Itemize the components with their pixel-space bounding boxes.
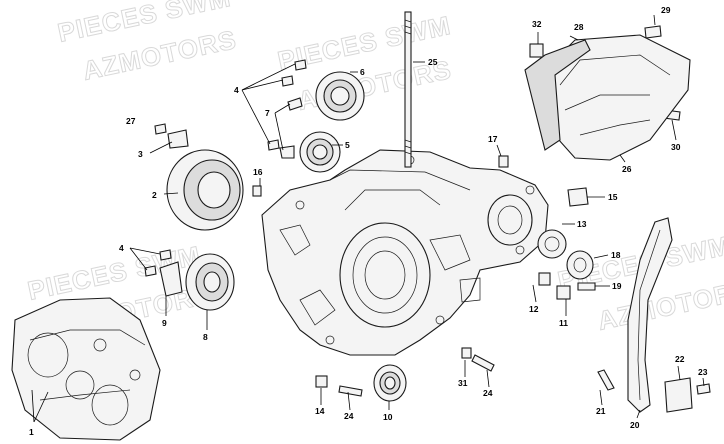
stud-25 [404,11,412,168]
callout-12: 12 [529,304,539,314]
leader-lines [31,14,705,423]
bearing-8 [185,253,235,311]
callout-19: 19 [612,281,622,291]
callout-16: 16 [253,167,263,177]
callout-24-right: 24 [483,388,493,398]
callout-27: 27 [126,116,136,126]
callout-30: 30 [671,142,681,152]
callout-26: 26 [622,164,632,174]
callout-1: 1 [29,427,34,437]
chain-guide-20 [627,217,673,413]
callout-17: 17 [488,134,498,144]
callout-2: 2 [152,190,157,200]
callout-18: 18 [611,250,621,260]
assembled-engine-thumbnail [11,297,161,441]
chain-guide-upper [524,34,691,161]
crankcase-main [261,149,549,356]
callout-7: 7 [265,108,270,118]
callout-22: 22 [675,354,685,364]
bearing-2 [166,149,244,231]
callout-20: 20 [630,420,640,430]
callout-21: 21 [596,406,606,416]
callout-4-lower: 4 [119,243,124,253]
callout-3: 3 [138,149,143,159]
bearing-6 [315,71,365,121]
callout-13: 13 [577,219,587,229]
callout-28: 28 [574,22,584,32]
callout-25: 25 [428,57,438,67]
callout-14: 14 [315,406,325,416]
callout-24-left: 24 [344,411,354,421]
callout-23: 23 [698,367,708,377]
callout-15: 15 [608,192,618,202]
callout-11: 11 [559,318,568,328]
callout-10: 10 [383,412,393,422]
callout-9: 9 [162,318,167,328]
callout-8: 8 [203,332,208,342]
callout-29: 29 [661,5,671,15]
callout-6: 6 [360,67,365,77]
callout-31: 31 [458,378,468,388]
callout-32: 32 [532,19,542,29]
bearing-10 [373,364,407,402]
callout-labels: 1 2 3 4 4 5 6 7 8 9 10 11 12 13 14 15 16… [29,5,708,437]
callout-4-top: 4 [234,85,239,95]
small-hardware [144,25,711,413]
callout-5: 5 [345,140,350,150]
bearing-5 [299,131,341,173]
